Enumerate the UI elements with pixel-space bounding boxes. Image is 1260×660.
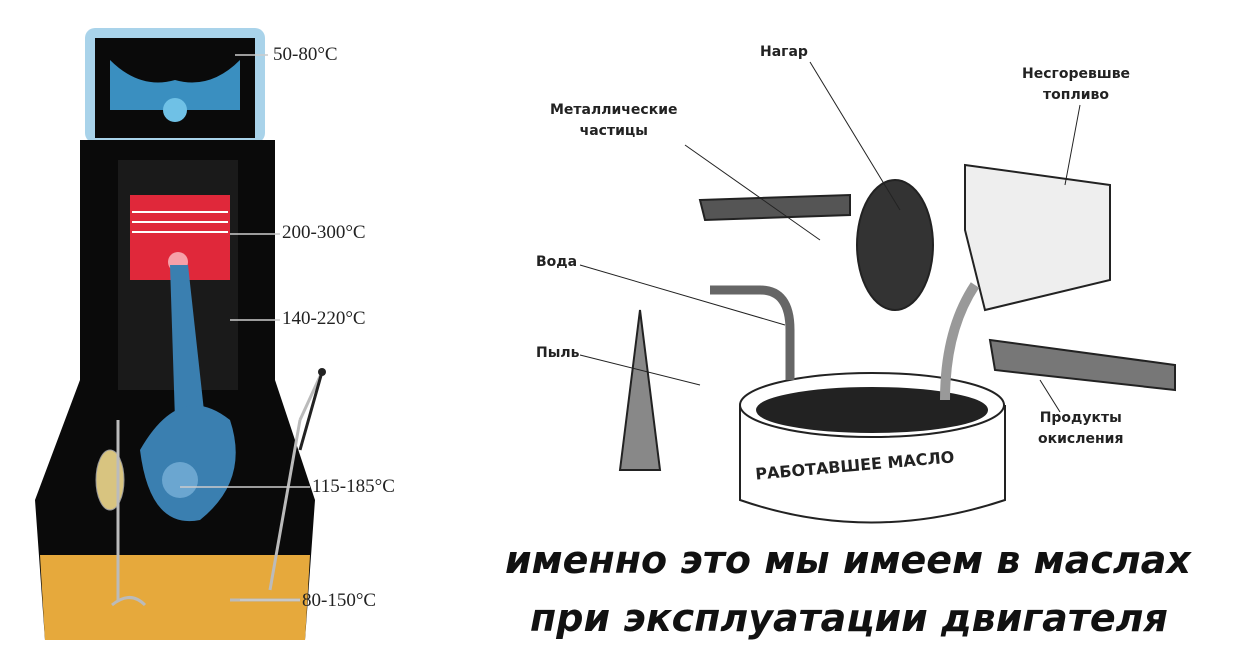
used-oil: [756, 387, 988, 433]
camshaft-lobe: [163, 98, 187, 122]
metal-file: [698, 193, 851, 222]
temp-piston: 200-300°C: [282, 222, 366, 243]
label-oxidation-line1: Продукты: [1039, 410, 1122, 426]
leader-line: [684, 144, 821, 241]
oil-pump: [95, 449, 125, 511]
label-metal-particles: Металлические частицы: [550, 100, 678, 142]
leader-line: [1064, 104, 1081, 186]
engine-cutaway: [35, 28, 326, 640]
label-leader-lines: [579, 61, 1081, 413]
temp-oil-sump: 80-150°C: [302, 590, 377, 611]
label-fuel-line1: Несгоревшве: [1022, 66, 1131, 82]
fuel-canister: [964, 163, 1111, 312]
broom: [618, 309, 662, 471]
dipstick-handle: [318, 368, 326, 376]
water-tap: [710, 285, 795, 380]
oil-pot-sketch: [579, 61, 1176, 524]
oil-sump: [40, 555, 310, 640]
caption-line2: при эксплуатации двигателя: [530, 596, 1168, 640]
caption-line1: именно это мы имеем в маслах: [505, 538, 1191, 582]
label-dust: Пыль: [536, 345, 580, 361]
label-metal-line2: частицы: [579, 123, 648, 139]
label-metal-line1: Металлические: [550, 102, 678, 118]
label-carbon: Нагар: [760, 44, 808, 60]
connecting-rod: [170, 265, 205, 420]
temp-crankshaft: 115-185°C: [312, 476, 395, 497]
temp-valve-cover: 50-80°C: [273, 44, 338, 65]
temp-cylinder-wall: 140-220°C: [282, 308, 366, 329]
oil-pot: [739, 405, 1006, 524]
leader-line: [809, 61, 901, 211]
camshaft: [110, 60, 240, 110]
label-oxidation-products: Продукты окисления: [1038, 408, 1123, 450]
label-fuel-line2: топливо: [1043, 87, 1109, 103]
label-oxidation-line2: окисления: [1038, 431, 1124, 447]
oil-pickup-tube: [111, 420, 147, 607]
label-unburnt-fuel: Несгоревшве топливо: [1022, 64, 1130, 106]
frying-pan: [856, 179, 934, 311]
fuel-stream: [940, 282, 980, 401]
label-water: Вода: [536, 254, 578, 270]
leader-line: [579, 264, 786, 326]
leader-line: [579, 354, 701, 386]
oxidation-pipe: [988, 338, 1176, 392]
crankshaft-journal: [162, 462, 198, 498]
crankshaft: [140, 405, 236, 522]
leader-line: [1039, 379, 1061, 413]
dipstick: [298, 371, 324, 451]
